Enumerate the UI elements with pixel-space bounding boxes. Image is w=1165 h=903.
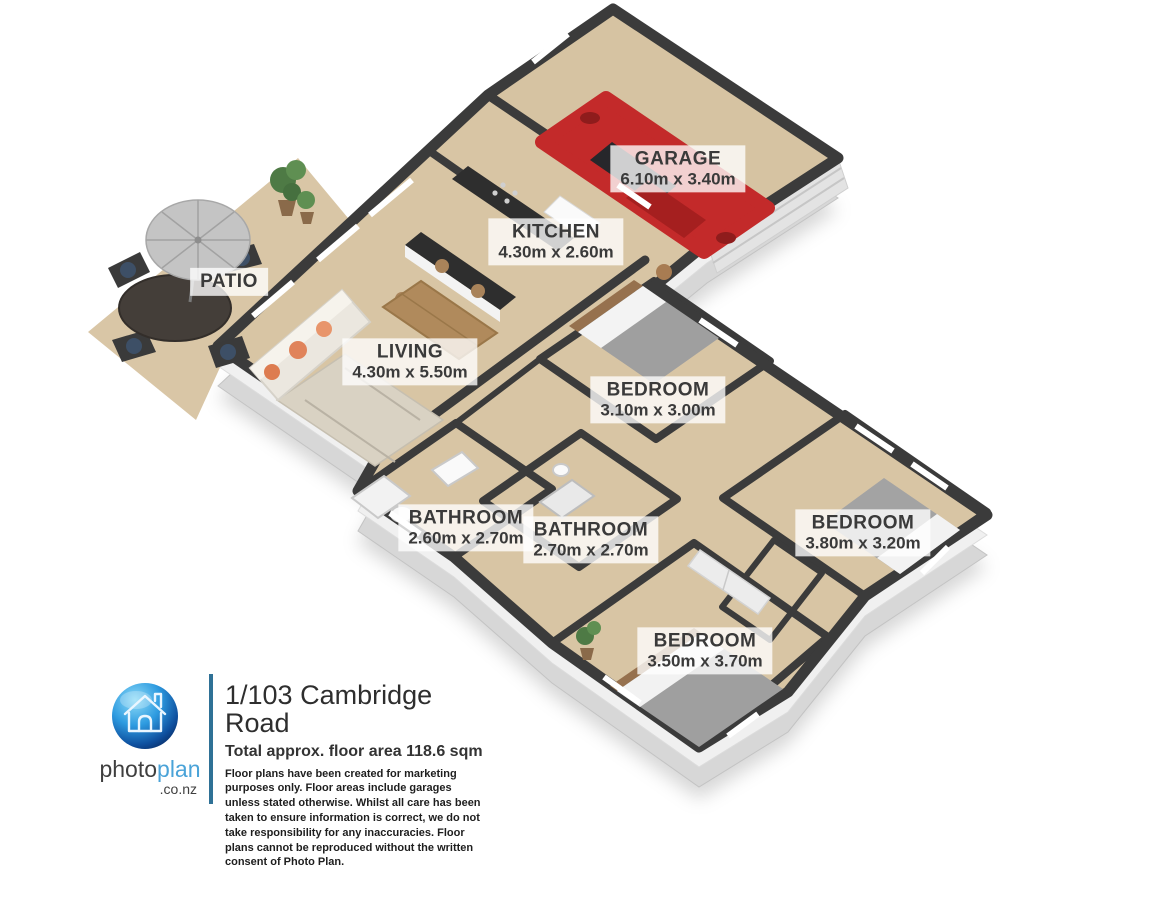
label-bedroom-3: BEDROOM 3.50m x 3.70m — [637, 627, 773, 675]
room-dims: 3.10m x 3.00m — [600, 400, 716, 420]
room-name: BEDROOM — [653, 630, 757, 652]
brand-wordmark: photoplan — [95, 756, 205, 783]
label-garage: GARAGE 6.10m x 3.40m — [610, 145, 746, 193]
brand-divider — [209, 674, 213, 804]
disclaimer-text: Floor plans have been created for market… — [225, 767, 481, 869]
room-name: GARAGE — [634, 148, 722, 170]
room-name: LIVING — [376, 341, 444, 363]
sink — [430, 450, 480, 488]
patio-plant — [270, 160, 315, 224]
room-dims: 4.30m x 5.50m — [352, 362, 468, 382]
bed-1 — [569, 264, 719, 384]
sink — [552, 463, 570, 477]
photoplan-logo — [112, 683, 178, 749]
sofa — [248, 288, 372, 402]
address-block: 1/103 Cambridge Road Total approx. floor… — [225, 681, 495, 870]
address-title: 1/103 Cambridge Road — [225, 680, 433, 739]
label-bedroom-1: BEDROOM 3.10m x 3.00m — [590, 376, 726, 424]
room-dims: 2.60m x 2.70m — [408, 528, 524, 548]
floor-area-line: Total approx. floor area 118.6 sqm — [225, 742, 483, 760]
room-dims: 6.10m x 3.40m — [620, 169, 736, 189]
room-dims: 2.70m x 2.70m — [533, 540, 649, 560]
room-name: BATHROOM — [533, 519, 649, 541]
hall-wall — [453, 356, 543, 426]
garage-floor — [488, 9, 838, 243]
stove — [492, 182, 518, 204]
room-name: BEDROOM — [811, 512, 915, 534]
bathroom2-fixtures — [538, 463, 596, 520]
living-furniture — [248, 259, 499, 467]
room-dims: 4.30m x 2.60m — [498, 242, 614, 262]
hall-plant — [576, 621, 601, 660]
label-living: LIVING 4.30m x 5.50m — [342, 338, 478, 386]
room-name: BEDROOM — [606, 379, 710, 401]
brand-domain: .co.nz — [159, 781, 197, 797]
label-bedroom-2: BEDROOM 3.80m x 3.20m — [795, 509, 931, 557]
house-icon — [123, 692, 167, 733]
wardrobe — [686, 548, 772, 616]
room-name: KITCHEN — [512, 221, 600, 243]
label-kitchen: KITCHEN 4.30m x 2.60m — [488, 218, 624, 266]
label-bathroom-1: BATHROOM 2.60m x 2.70m — [398, 504, 534, 552]
label-patio: PATIO — [190, 267, 268, 297]
label-bathroom-2: BATHROOM 2.70m x 2.70m — [523, 516, 659, 564]
brand-photo: photo — [99, 756, 158, 782]
room-dims: 3.50m x 3.70m — [647, 651, 763, 671]
nightstand — [656, 264, 672, 280]
patio-furniture — [108, 160, 315, 368]
room-dims: 3.80m x 3.20m — [805, 533, 921, 553]
brand-plan: plan — [157, 756, 201, 782]
shower — [538, 478, 596, 520]
rug — [275, 353, 445, 467]
room-name: BATHROOM — [408, 507, 524, 529]
room-name: PATIO — [200, 270, 258, 292]
bathtub — [350, 474, 412, 520]
